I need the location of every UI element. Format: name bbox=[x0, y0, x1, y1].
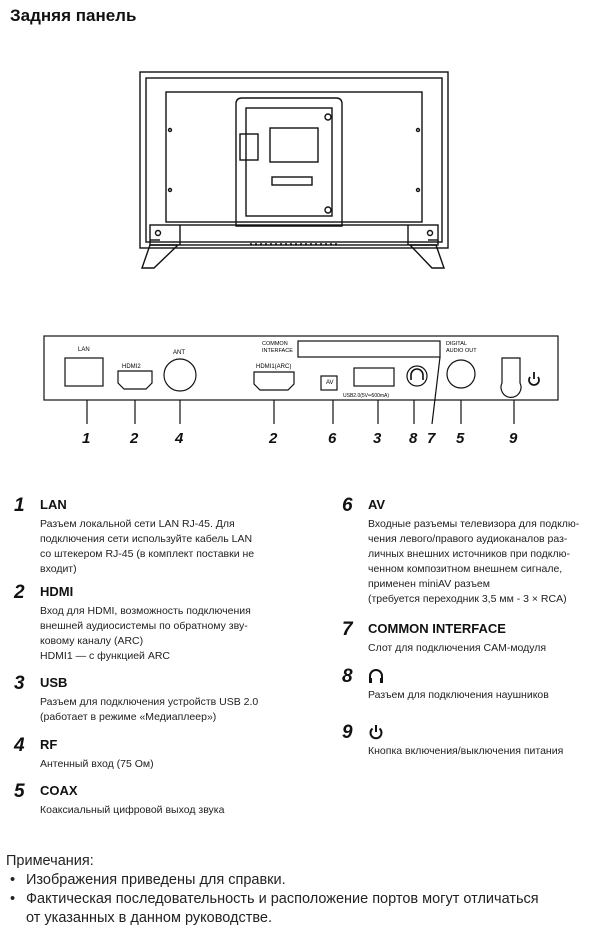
tv-port-block bbox=[239, 133, 259, 161]
ant-label: ANT bbox=[173, 350, 185, 356]
item-lan: 1 LAN Разъем локальной сети LAN RJ-45. Д… bbox=[14, 495, 314, 577]
notes-section: Примечания: • Изображения приведены для с… bbox=[6, 852, 611, 928]
item-number: 9 bbox=[342, 722, 353, 743]
callout-3: 3 bbox=[373, 430, 382, 447]
ant-port bbox=[163, 358, 197, 392]
tv-frame-outer bbox=[139, 71, 449, 249]
tv-rating-label bbox=[271, 176, 313, 186]
item-description: Разъем для подключения устройств USB 2.0… bbox=[40, 696, 259, 723]
tv-bottom-bar bbox=[149, 224, 439, 246]
callout-5: 5 bbox=[456, 430, 465, 447]
item-heading: COMMON INTERFACE bbox=[368, 621, 506, 636]
callout-2b: 2 bbox=[269, 430, 278, 447]
usb-port bbox=[353, 367, 395, 387]
callout-8: 8 bbox=[409, 430, 418, 447]
power-icon bbox=[528, 372, 540, 386]
hdmi1-label: HDMI1(ARC) bbox=[256, 364, 291, 370]
tv-leg-right bbox=[408, 244, 445, 269]
tv-module-inner bbox=[245, 107, 333, 217]
headphones-icon bbox=[369, 669, 383, 683]
item-description: Входные разъемы телевизора для подклю- ч… bbox=[368, 518, 580, 605]
tv-main-module bbox=[235, 97, 343, 227]
lan-label: LAN bbox=[78, 347, 90, 353]
page-title: Задняя панель bbox=[10, 6, 137, 25]
callout-7: 7 bbox=[427, 430, 436, 447]
item-number: 2 bbox=[14, 582, 25, 603]
panel-outline bbox=[43, 335, 559, 401]
item-number: 5 bbox=[14, 781, 25, 802]
item-description: Слот для подключения CAM-модуля bbox=[368, 642, 547, 654]
tv-back-illustration bbox=[139, 71, 449, 269]
callout-6: 6 bbox=[328, 430, 337, 447]
item-description: Антенный вход (75 Ом) bbox=[40, 758, 154, 770]
av-label: AV bbox=[326, 380, 334, 386]
ci-label-line1: COMMON bbox=[262, 341, 288, 347]
item-common-interface: 7 COMMON INTERFACE Слот для подключения … bbox=[342, 619, 610, 661]
item-number: 6 bbox=[342, 495, 353, 516]
dao-label-line1: DIGITAL bbox=[446, 341, 467, 347]
callout-2a: 2 bbox=[130, 430, 139, 447]
ci-label-line2: INTERFACE bbox=[262, 348, 293, 354]
item-number: 4 bbox=[14, 735, 25, 756]
note-text: Фактическая последовательность и располо… bbox=[26, 891, 539, 926]
digital-audio-out-label: DIGITAL AUDIO OUT bbox=[446, 341, 477, 354]
item-heading: HDMI bbox=[40, 584, 74, 599]
usb-label: USB2.0(5V═500mA) bbox=[343, 393, 389, 399]
item-number: 3 bbox=[14, 673, 25, 694]
item-power: 9 Кнопка включения/выключения питания bbox=[342, 722, 610, 764]
power-icon bbox=[369, 725, 383, 740]
item-heading: AV bbox=[368, 497, 386, 512]
note-item: • Фактическая последовательность и распол… bbox=[6, 890, 611, 928]
hdmi2-port bbox=[117, 370, 153, 390]
item-number: 7 bbox=[342, 619, 353, 640]
item-hdmi: 2 HDMI Вход для HDMI, возможность подклю… bbox=[14, 582, 314, 669]
item-description: Разъем локальной сети LAN RJ-45. Для под… bbox=[40, 518, 255, 575]
tv-label-panel bbox=[269, 127, 319, 163]
item-headphones: 8 Разъем для подключения наушников bbox=[342, 666, 610, 708]
note-text: Изображения приведены для справки. bbox=[26, 872, 286, 888]
headphones-icon bbox=[410, 368, 424, 380]
item-coax: 5 COAX Коаксиальный цифровой выход звука bbox=[14, 781, 314, 823]
note-item: • Изображения приведены для справки. bbox=[6, 871, 611, 890]
item-usb: 3 USB Разъем для подключения устройств U… bbox=[14, 673, 314, 725]
tv-leg-left bbox=[141, 244, 180, 269]
item-number: 8 bbox=[342, 666, 353, 687]
headphone-port bbox=[406, 365, 428, 387]
ci-slot bbox=[297, 340, 441, 358]
bullet-icon: • bbox=[10, 891, 16, 907]
hdmi1-port bbox=[253, 371, 295, 391]
notes-list: • Изображения приведены для справки. • Фак… bbox=[6, 871, 611, 928]
power-button-housing bbox=[500, 357, 522, 398]
dao-label-line2: AUDIO OUT bbox=[446, 348, 477, 354]
notes-heading: Примечания: bbox=[6, 853, 94, 869]
coax-port bbox=[446, 359, 476, 389]
callout-9: 9 bbox=[509, 430, 518, 447]
lan-port bbox=[64, 357, 104, 387]
item-heading: RF bbox=[40, 737, 58, 752]
item-description: Кнопка включения/выключения питания bbox=[368, 745, 564, 757]
item-number: 1 bbox=[14, 495, 25, 516]
callout-4: 4 bbox=[175, 430, 184, 447]
item-av: 6 AV Входные разъемы телевизора для подк… bbox=[342, 495, 610, 612]
item-heading: USB bbox=[40, 675, 68, 690]
item-description: Разъем для подключения наушников bbox=[368, 689, 549, 701]
hdmi2-label: HDMI2 bbox=[122, 364, 141, 370]
bullet-icon: • bbox=[10, 872, 16, 888]
connector-panel-illustration: LAN HDMI2 ANT HDMI1(ARC) AV USB2.0(5V═50… bbox=[43, 335, 559, 425]
item-heading: LAN bbox=[40, 497, 67, 512]
av-port bbox=[320, 375, 338, 391]
common-interface-label: COMMON INTERFACE bbox=[262, 341, 293, 354]
item-description: Коаксиальный цифровой выход звука bbox=[40, 804, 225, 816]
item-heading: COAX bbox=[40, 783, 78, 798]
item-rf: 4 RF Антенный вход (75 Ом) bbox=[14, 735, 314, 777]
item-description: Вход для HDMI, возможность подключения в… bbox=[40, 605, 251, 662]
tv-back-cover bbox=[165, 91, 423, 223]
callout-1: 1 bbox=[82, 430, 91, 447]
tv-frame-inner bbox=[145, 77, 443, 243]
